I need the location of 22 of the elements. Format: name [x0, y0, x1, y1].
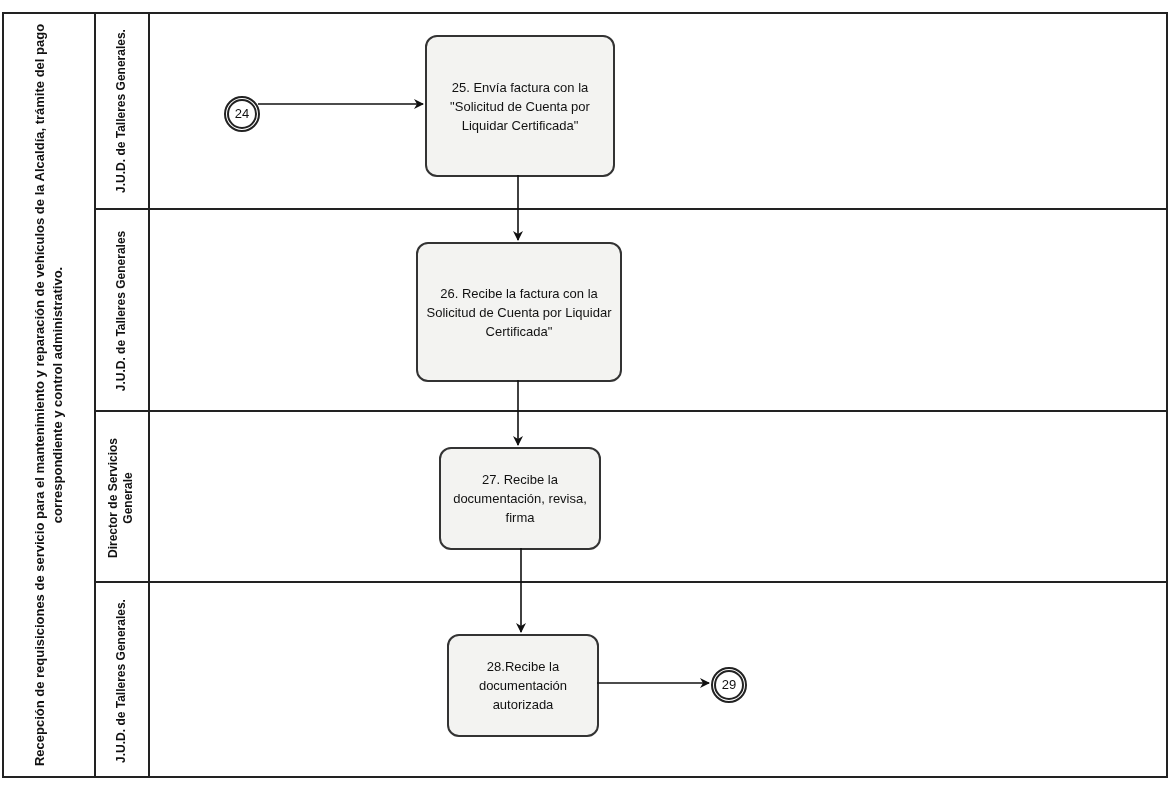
lane-label: J.U.D. de Talleres Generales.	[113, 29, 129, 193]
swimlane	[94, 12, 1168, 210]
pool-title: Recepción de requisiciones de servicio para el mantenimiento y reparación de vehículos de la Alcaldía, trámite del pago correspondiente y control administrativo.	[31, 22, 66, 768]
task-box	[425, 35, 615, 177]
lane-label: J.U.D. de Talleres Generales	[113, 230, 129, 392]
swimlane	[94, 412, 1168, 583]
arrow	[516, 547, 526, 633]
pool-band	[2, 12, 1168, 778]
swimlane	[94, 210, 1168, 412]
arrow	[513, 174, 523, 241]
arrow	[596, 678, 710, 688]
task-box	[439, 447, 601, 550]
task-text: 26. Recibe la factura con la Solicitud de Cuenta por Liquidar Certificada"	[426, 284, 612, 341]
task-text: 25. Envía factura con la "Solicitud de Cuenta por Liquidar Certificada"	[449, 78, 591, 135]
task-text: 28.Recibe la documentación autorizada	[477, 658, 569, 714]
task-box	[447, 634, 599, 737]
lane-label: Director de Servicios Generale	[106, 436, 136, 560]
arrow	[513, 379, 523, 446]
lane-label: J.U.D. de Talleres Generales.	[113, 598, 129, 763]
arrow	[257, 99, 424, 109]
task-text: 27. Recibe la documentación, revisa, firma	[452, 471, 588, 527]
task-box	[416, 242, 622, 382]
